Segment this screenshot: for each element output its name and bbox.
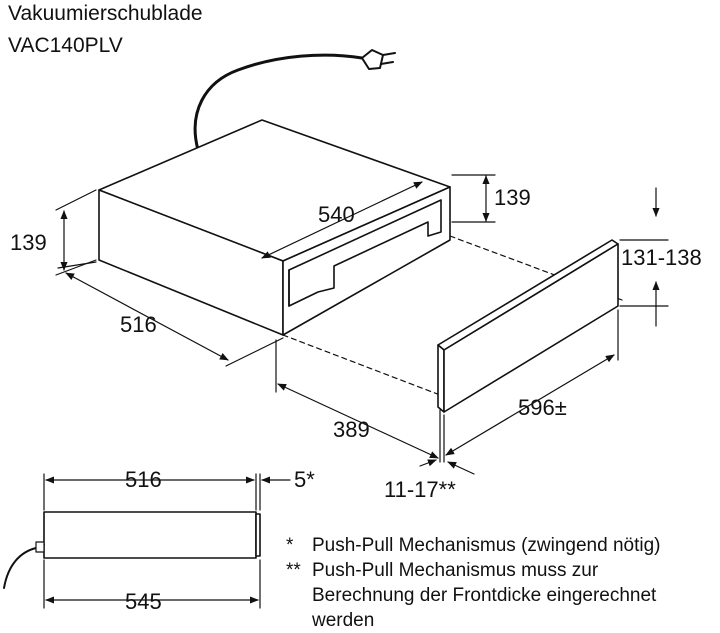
dim-front-gap [419, 459, 475, 475]
footnote-1: * Push-Pull Mechanismus (zwingend nötig) [286, 533, 661, 558]
dim-width-top [261, 181, 423, 259]
dim-front-width [443, 309, 619, 463]
power-cable [193, 53, 364, 152]
side-view-body [43, 511, 257, 559]
dim-label-540: 540 [318, 202, 355, 227]
footnote-text: Push-Pull Mechanismus muss zur [312, 560, 599, 581]
footnote-2-continued: Berechnung der Frontdicke eingerechnet [286, 583, 661, 608]
footnotes: * Push-Pull Mechanismus (zwingend nötig)… [286, 533, 661, 633]
dim-label-front-gap: 11-17** [384, 477, 456, 502]
dim-label-front-width: 596± [518, 395, 567, 420]
side-view-front [255, 513, 261, 557]
dim-niche-depth [275, 339, 441, 463]
drawer-unit [98, 119, 451, 336]
dim-label-139-right: 139 [494, 185, 531, 210]
dim-label-389: 389 [333, 417, 370, 442]
dim-height-right [451, 174, 496, 223]
dim-height-left [55, 189, 97, 276]
dim-label-side-516: 516 [125, 467, 162, 492]
footnote-2-continued: werden [286, 608, 661, 633]
dim-front-height [619, 187, 669, 327]
side-view [3, 473, 291, 609]
power-plug-icon [361, 49, 396, 70]
dim-label-139-left: 139 [10, 230, 47, 255]
dim-label-516: 516 [120, 312, 157, 337]
footnote-text: Berechnung der Frontdicke eingerechnet [312, 585, 657, 606]
product-type-title: Vakuumierschublade [8, 2, 203, 25]
dim-label-side-5: 5* [294, 467, 315, 492]
footnote-mark: ** [286, 560, 301, 581]
dim-depth-left [57, 261, 284, 367]
footnote-mark: * [286, 535, 294, 556]
footnote-text: werden [312, 610, 375, 631]
front-panel [437, 239, 619, 413]
model-number: VAC140PLV [8, 34, 123, 57]
footnote-2: ** Push-Pull Mechanismus muss zur [286, 558, 661, 583]
footnote-text: Push-Pull Mechanismus (zwingend nötig) [312, 535, 661, 556]
dim-label-side-545: 545 [125, 589, 162, 614]
dim-label-front-height: 131-138 [621, 245, 702, 270]
